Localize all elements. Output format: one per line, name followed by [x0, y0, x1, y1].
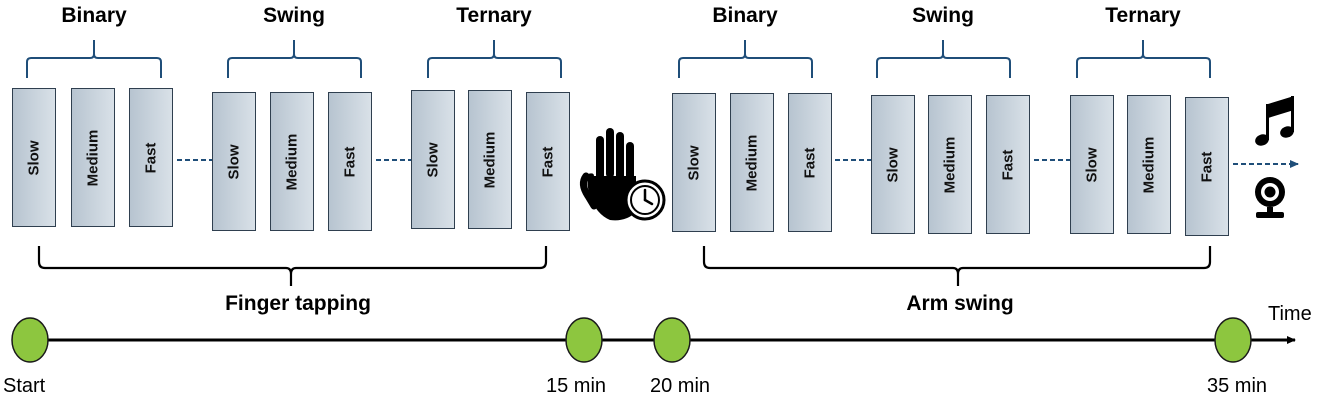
condition-box: Slow — [1070, 95, 1114, 234]
condition-label: Fast — [341, 146, 359, 177]
condition-label: Slow — [225, 143, 243, 180]
condition-box: Medium — [928, 95, 972, 234]
phase-brace — [37, 246, 548, 286]
group-brace — [26, 40, 162, 78]
condition-label: Fast — [142, 142, 160, 173]
group-title: Binary — [712, 4, 778, 27]
milestone-circle — [653, 317, 691, 363]
condition-box: Fast — [328, 92, 372, 231]
group-title: Ternary — [1105, 4, 1181, 27]
condition-box: Slow — [12, 88, 56, 227]
condition-label: Medium — [481, 131, 499, 188]
condition-box: Medium — [71, 88, 115, 227]
group-title: Ternary — [456, 4, 532, 27]
condition-label: Medium — [84, 129, 102, 186]
condition-label: Fast — [999, 149, 1017, 180]
condition-box: Medium — [468, 90, 512, 229]
hand-clock-icon — [579, 128, 666, 221]
group-brace — [876, 40, 1011, 78]
condition-box: Medium — [270, 92, 314, 231]
condition-label: Medium — [1140, 136, 1158, 193]
music-note-icon — [1255, 96, 1294, 146]
group-brace — [678, 40, 813, 78]
group-title: Binary — [61, 4, 127, 27]
condition-box: Medium — [730, 93, 774, 232]
condition-box: Slow — [871, 95, 915, 234]
condition-label: Medium — [743, 134, 761, 191]
condition-box: Fast — [526, 92, 570, 231]
phase-brace — [702, 246, 1212, 286]
condition-label: Medium — [283, 133, 301, 190]
group-brace — [427, 40, 562, 78]
condition-label: Slow — [685, 144, 703, 181]
group-title: Swing — [263, 4, 325, 27]
milestone-circle — [565, 317, 603, 363]
condition-box: Slow — [672, 93, 716, 232]
group-brace — [1076, 40, 1211, 78]
group-title: Swing — [912, 4, 974, 27]
condition-label: Medium — [941, 136, 959, 193]
milestone-circle — [1214, 317, 1252, 363]
milestone-label: 20 min — [649, 375, 711, 397]
condition-label: Fast — [539, 146, 557, 177]
condition-label: Fast — [1198, 151, 1216, 182]
condition-label: Slow — [1083, 146, 1101, 183]
condition-box: Fast — [129, 88, 173, 227]
condition-box: Slow — [411, 90, 455, 229]
milestone-label: 15 min — [545, 375, 607, 397]
condition-box: Slow — [212, 92, 256, 231]
condition-box: Fast — [986, 95, 1030, 234]
phase-title: Arm swing — [906, 292, 1014, 315]
group-brace — [227, 40, 362, 78]
milestone-circle — [11, 317, 49, 363]
condition-label: Slow — [884, 146, 902, 183]
phase-title: Finger tapping — [225, 292, 371, 315]
condition-box: Fast — [1185, 97, 1229, 236]
time-axis-label: Time — [1268, 303, 1312, 325]
condition-label: Fast — [801, 147, 819, 178]
milestone-label: 35 min — [1206, 375, 1268, 397]
condition-box: Fast — [788, 93, 832, 232]
condition-box: Medium — [1127, 95, 1171, 234]
condition-label: Slow — [25, 139, 43, 176]
webcam-icon — [1255, 177, 1285, 218]
condition-label: Slow — [424, 141, 442, 178]
milestone-label: Start — [3, 375, 46, 397]
